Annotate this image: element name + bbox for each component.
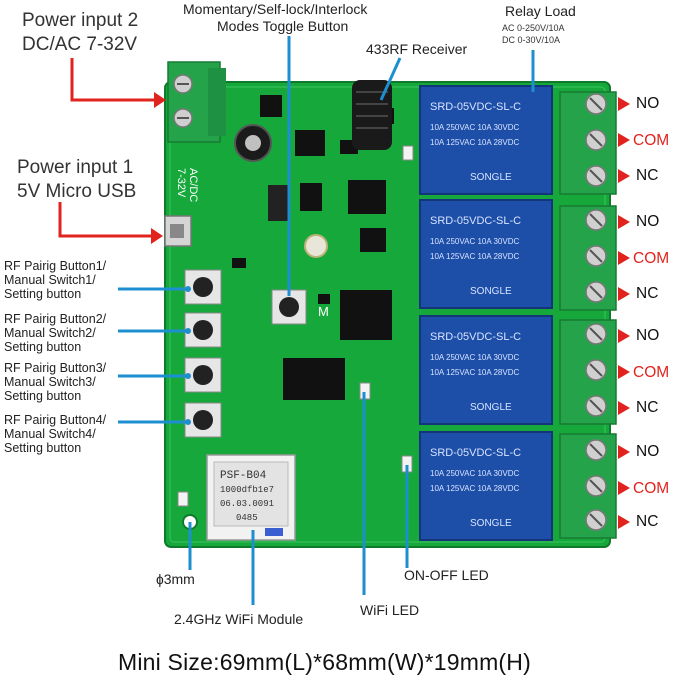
power2-label-line2: DC/AC 7-32V	[22, 34, 138, 55]
relay-3: SRD-05VDC-SL-C 10A 250VAC 10A 30VDC 10A …	[419, 315, 553, 425]
hole-label: ɸ3mm	[156, 571, 195, 587]
t2-no-label: NO	[636, 213, 660, 230]
power1-label-line1: Power input 1	[17, 157, 134, 178]
svg-text:SRD-05VDC-SL-C: SRD-05VDC-SL-C	[430, 447, 521, 459]
rf-button-2	[184, 312, 222, 348]
relay-1: SRD-05VDC-SL-C 10A 250VAC 10A 30VDC 10A …	[419, 85, 553, 195]
svg-text:10A 125VAC 10A 28VDC: 10A 125VAC 10A 28VDC	[430, 138, 519, 147]
wifi-led-label: WiFi LED	[360, 602, 420, 618]
pointer-lines	[118, 36, 535, 605]
wifi-module-label: 2.4GHz WiFi Module	[174, 611, 304, 627]
module-text-2: 1000dfb1e7	[220, 485, 274, 495]
micro-usb-port	[164, 215, 192, 247]
svg-text:SRD-05VDC-SL-C: SRD-05VDC-SL-C	[430, 215, 521, 227]
svg-text:SONGLE: SONGLE	[470, 518, 512, 529]
t3-com-label: COM	[633, 364, 670, 381]
svg-text:SONGLE: SONGLE	[470, 172, 512, 183]
svg-text:SONGLE: SONGLE	[470, 402, 512, 413]
terminal-block-4	[559, 433, 617, 539]
t3-no-label: NO	[636, 327, 660, 344]
relay-load-dc: DC 0-30V/10A	[502, 35, 561, 45]
rf-button-4-label: RF Pairig Button4/ Manual Switch4/ Setti…	[4, 413, 107, 455]
rf-button-3-label: RF Pairig Button3/ Manual Switch3/ Setti…	[4, 361, 107, 403]
mode-toggle-label-line1: Momentary/Self-lock/Interlock	[183, 1, 368, 17]
terminal-arrows	[618, 97, 630, 529]
relay-load-ac: AC 0-250V/10A	[502, 23, 565, 33]
relay-load-title: Relay Load	[505, 3, 576, 19]
t2-com-label: COM	[633, 250, 670, 267]
silk-acdc: AC/DC	[187, 168, 199, 202]
silk-volt: 7-32V	[175, 168, 187, 198]
t4-nc-label: NC	[636, 513, 659, 530]
svg-text:10A 125VAC 10A 28VDC: 10A 125VAC 10A 28VDC	[430, 368, 519, 377]
terminal-block-1	[559, 91, 617, 195]
module-text-1: PSF-B04	[220, 470, 267, 482]
t3-nc-label: NC	[636, 399, 659, 416]
rf-button-1	[184, 269, 222, 305]
svg-text:SONGLE: SONGLE	[470, 286, 512, 297]
relay-4: SRD-05VDC-SL-C 10A 250VAC 10A 30VDC 10A …	[419, 431, 553, 541]
svg-text:10A 125VAC 10A 28VDC: 10A 125VAC 10A 28VDC	[430, 484, 519, 493]
t1-com-label: COM	[633, 132, 670, 149]
size-caption: Mini Size:69mm(L)*68mm(W)*19mm(H)	[118, 649, 531, 675]
t1-no-label: NO	[636, 95, 660, 112]
svg-text:10A 250VAC 10A 30VDC: 10A 250VAC 10A 30VDC	[430, 123, 519, 132]
relay-2: SRD-05VDC-SL-C 10A 250VAC 10A 30VDC 10A …	[419, 199, 553, 309]
rf-button-4	[184, 402, 222, 438]
mode-toggle-label-line2: Modes Toggle Button	[217, 18, 349, 34]
svg-text:10A 250VAC 10A 30VDC: 10A 250VAC 10A 30VDC	[430, 353, 519, 362]
power-arrows	[58, 58, 158, 238]
svg-text:SRD-05VDC-SL-C: SRD-05VDC-SL-C	[430, 101, 521, 113]
module-text-4: 0485	[236, 513, 258, 523]
svg-text:10A 125VAC 10A 28VDC: 10A 125VAC 10A 28VDC	[430, 252, 519, 261]
power2-label-line1: Power input 2	[22, 10, 139, 31]
silk-m: M	[318, 304, 329, 319]
wifi-module: PSF-B04 1000dfb1e7 06.03.0091 0485	[206, 454, 296, 541]
power1-label-line2: 5V Micro USB	[17, 181, 137, 202]
svg-text:SRD-05VDC-SL-C: SRD-05VDC-SL-C	[430, 331, 521, 343]
rf-button-1-label: RF Pairig Button1/ Manual Switch1/ Setti…	[4, 259, 107, 301]
t4-com-label: COM	[633, 480, 670, 497]
t1-nc-label: NC	[636, 167, 659, 184]
terminal-block-2	[559, 205, 617, 311]
rf-button-2-label: RF Pairig Button2/ Manual Switch2/ Setti…	[4, 312, 107, 354]
rf-button-3	[184, 357, 222, 393]
receiver-label: 433RF Receiver	[366, 41, 468, 57]
svg-text:10A 250VAC 10A 30VDC: 10A 250VAC 10A 30VDC	[430, 469, 519, 478]
module-text-3: 06.03.0091	[220, 499, 274, 509]
svg-text:10A 250VAC 10A 30VDC: 10A 250VAC 10A 30VDC	[430, 237, 519, 246]
onoff-led-label: ON-OFF LED	[404, 567, 489, 583]
terminal-block-3	[559, 319, 617, 425]
t4-no-label: NO	[636, 443, 660, 460]
power2-terminal-block	[167, 61, 226, 143]
t2-nc-label: NC	[636, 285, 659, 302]
